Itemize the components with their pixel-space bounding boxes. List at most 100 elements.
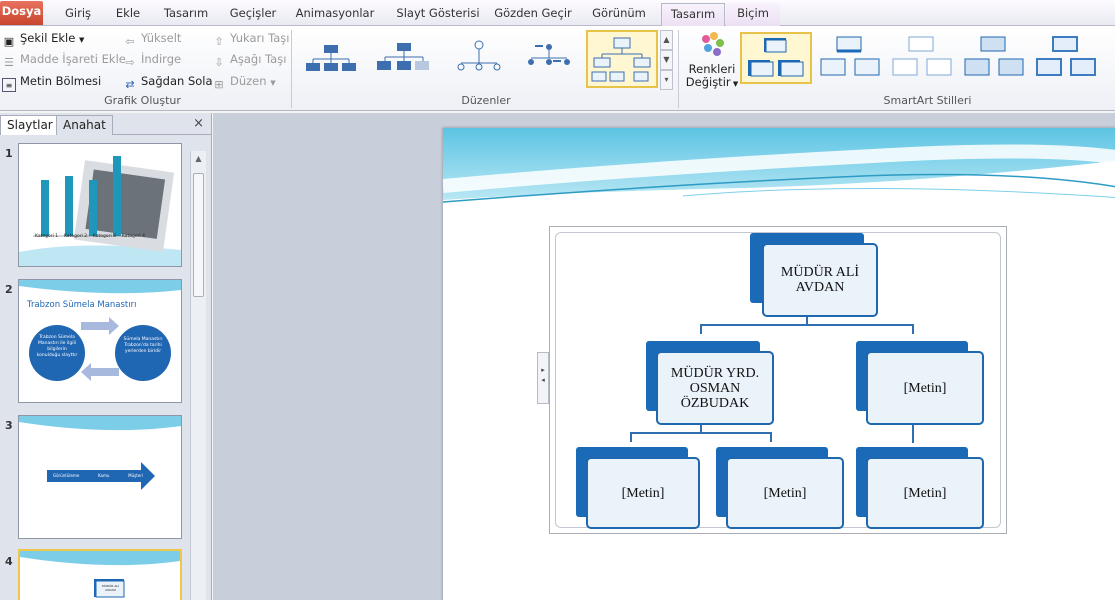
slide-4-graphic [20, 551, 180, 598]
connector-line [806, 315, 808, 325]
layout-gallery-item-labeled-hierarchy[interactable] [514, 30, 578, 88]
tab-transitions[interactable]: Geçişler [229, 6, 277, 20]
scroll-up-arrow-icon[interactable]: ▲ [195, 154, 202, 163]
panel-tab-strip: Slaytlar Anahat × [0, 113, 212, 135]
gallery-scroll-down-button[interactable]: ▼ [660, 50, 673, 70]
dropdown-arrow-icon: ▼ [78, 36, 85, 44]
slide-header-wave [443, 128, 1115, 203]
text-pane-icon: ≡ [2, 78, 16, 92]
slide-thumbnail-1[interactable]: Kategori 1 Kategori 2 Kategori 3 Kategor… [18, 143, 182, 267]
demote-button[interactable]: ⇨İndirge [123, 49, 181, 69]
shape-icon: ▣ [3, 35, 15, 48]
promote-button[interactable]: ⇦Yükselt [123, 28, 181, 48]
swap-icon: ⇄ [125, 78, 135, 91]
close-panel-icon[interactable]: × [193, 116, 204, 131]
slide-1-category-label: Kategori 3 [92, 234, 117, 239]
layout-gallery-item-name-title[interactable] [370, 30, 434, 88]
ribbon: ▣Şekil Ekle ▼ ☰Madde İşareti Ekle ≡Metin… [0, 26, 1115, 111]
connector-line [700, 324, 702, 334]
org-node-bottom-3[interactable]: [Metin] [866, 457, 984, 529]
move-up-button[interactable]: ⇧Yukarı Taşı [212, 28, 289, 48]
slide-2-circle-left-text: Trabzon Sümela Manastırı ile ilgili bilg… [36, 335, 78, 358]
style-gallery-item-4[interactable] [960, 32, 1030, 84]
gallery-scroll-up-button[interactable]: ▲ [660, 30, 673, 50]
tab-animations[interactable]: Animasyonlar [295, 6, 375, 20]
slide-number: 1 [5, 147, 13, 160]
tab-review[interactable]: Gözden Geçir [494, 6, 572, 20]
layout-button[interactable]: ⊞Düzen ▼ [212, 71, 276, 91]
add-shape-button[interactable]: ▣Şekil Ekle ▼ [3, 31, 85, 48]
change-colors-label-2: Değiştir [685, 75, 731, 89]
style-gallery-item-2[interactable] [816, 32, 886, 84]
connector-line [770, 432, 772, 442]
slide-2-title: Trabzon Sümela Manastırı [27, 300, 137, 310]
slide-number: 3 [5, 419, 13, 432]
arrow-up-icon: ⇧ [214, 35, 224, 48]
slide-thumbnail-4-selected[interactable]: MÜDÜR ALİ AVDAN [18, 549, 182, 600]
tab-outline[interactable]: Anahat [56, 115, 113, 135]
style-gallery-item-selected[interactable] [740, 32, 812, 84]
slide-1-category-label: Kategori 2 [63, 234, 88, 239]
dropdown-arrow-icon: ▼ [730, 80, 739, 88]
layout-thumbnail-icon [457, 40, 501, 71]
smartart-frame[interactable]: MÜDÜR ALİ AVDAN MÜDÜR YRD. OSMAN ÖZBUDAK… [549, 226, 1007, 534]
connector-line [630, 432, 632, 442]
layout-gallery-item-circle-hierarchy[interactable] [446, 30, 510, 88]
slide-2-circle-right-text: Sümela Manastırı Trabzon'da tarihi yerle… [123, 337, 163, 354]
slide-3-arrow-label: Görüntüleme [53, 473, 80, 478]
slide-number: 2 [5, 283, 13, 296]
org-node-mid-right[interactable]: [Metin] [866, 351, 984, 425]
style-thumbnail-icon [892, 36, 952, 76]
group-separator [678, 30, 679, 108]
add-bullet-button[interactable]: ☰Madde İşareti Ekle [2, 49, 126, 69]
slide-editor-area: ▸◂ MÜDÜR ALİ AVDAN MÜDÜR YRD. OSMAN ÖZBU… [213, 113, 1115, 600]
tab-view[interactable]: Görünüm [592, 6, 646, 20]
layout-thumbnail-icon [377, 43, 429, 70]
connector-line [700, 423, 702, 433]
layout-gallery-item-org-chart[interactable] [300, 30, 364, 88]
tab-smartart-format[interactable]: Biçim [726, 3, 780, 26]
layout-thumbnail-icon [591, 37, 651, 82]
layout-gallery-item-hierarchy-selected[interactable] [586, 30, 658, 88]
group-label-create-graphic: Grafik Oluştur [104, 94, 181, 107]
panel-scrollbar[interactable]: ▲ [190, 151, 206, 600]
tab-slides[interactable]: Slaytlar [0, 115, 60, 135]
slide-1-category-label: Kategori 1 [35, 234, 59, 239]
tab-insert[interactable]: Ekle [115, 6, 141, 20]
layout-thumbnail-icon [306, 45, 356, 71]
connector-line [700, 324, 914, 326]
change-colors-button[interactable]: Renkleri Değiştir ▼ [684, 28, 740, 92]
dropdown-arrow-icon: ▼ [270, 79, 276, 87]
slide-2-graphic [19, 280, 181, 381]
style-gallery-item-3[interactable] [888, 32, 958, 84]
right-to-left-button[interactable]: ⇄Sağdan Sola [123, 71, 212, 91]
text-pane-toggle-button[interactable]: ▸◂ [537, 352, 549, 404]
slide-thumbnail-3[interactable]: Görüntüleme Kamu Müşteri [18, 415, 182, 539]
scrollbar-thumb[interactable] [193, 173, 204, 297]
tab-smartart-design[interactable]: Tasarım [661, 3, 725, 27]
connector-line [912, 324, 914, 334]
tab-file[interactable]: Dosya [0, 1, 43, 25]
style-thumbnail-icon [964, 36, 1024, 76]
slide-number: 4 [5, 555, 13, 568]
org-node-bottom-1[interactable]: [Metin] [586, 457, 700, 529]
color-palette-icon [702, 32, 724, 56]
text-pane-button[interactable]: ≡Metin Bölmesi [2, 71, 101, 92]
tab-slide-show[interactable]: Slayt Gösterisi [396, 6, 480, 20]
org-node-top[interactable]: MÜDÜR ALİ AVDAN [762, 243, 878, 317]
gallery-more-button[interactable]: ▾ [660, 70, 673, 90]
current-slide: ▸◂ MÜDÜR ALİ AVDAN MÜDÜR YRD. OSMAN ÖZBU… [443, 128, 1115, 600]
slide-4-mini-text: MÜDÜR ALİ AVDAN [102, 584, 119, 592]
slide-thumbnail-2[interactable]: Trabzon Sümela Manastırı Trabzon Sümela … [18, 279, 182, 403]
slide-1-chart-graphic [19, 156, 181, 266]
tab-design[interactable]: Tasarım [163, 6, 209, 20]
org-node-mid-left[interactable]: MÜDÜR YRD. OSMAN ÖZBUDAK [656, 351, 774, 425]
style-thumbnail-icon [1036, 36, 1096, 76]
move-down-button[interactable]: ⇩Aşağı Taşı [212, 49, 286, 69]
tab-home[interactable]: Giriş [64, 6, 92, 20]
org-node-bottom-2[interactable]: [Metin] [726, 457, 844, 529]
ribbon-tab-bar: Dosya Giriş Ekle Tasarım Geçişler Animas… [0, 0, 1115, 27]
style-gallery-item-5[interactable] [1032, 32, 1102, 84]
connector-line [630, 432, 772, 434]
arrow-right-icon: ⇨ [125, 56, 135, 69]
